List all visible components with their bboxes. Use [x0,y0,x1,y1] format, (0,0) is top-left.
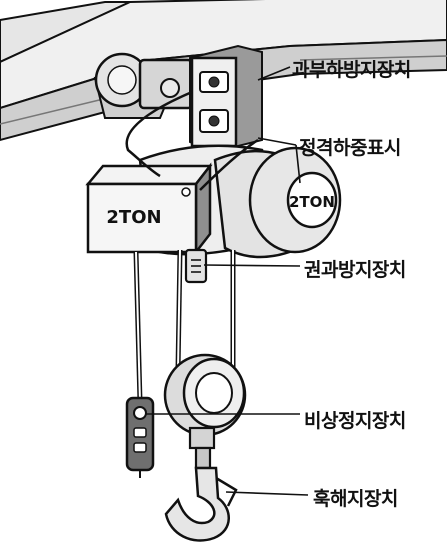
callout-rated-load-marking: 정격하중표시 [299,137,401,159]
rated-load-cable [199,138,259,191]
panel-capacity-label: 2TON [106,207,161,228]
control-box: 2TON [85,162,213,256]
trolley-motor [93,52,194,119]
callout-overwinding-prevention: 권과방지장치 [304,259,406,281]
callout-emergency-stop: 비상정지장치 [304,410,406,432]
pendant-cable [133,251,143,403]
hook-block-pulley [163,353,247,470]
callout-hook-latch: 훅해지장치 [313,488,398,510]
hoist-drum: 2TON [248,146,342,254]
overload-protection-box [189,44,263,154]
overload-cable [125,90,193,178]
callout-overload-protection: 과부하방지장치 [292,59,411,81]
overwinding-limit-switch [184,248,208,284]
drum-capacity-label: 2TON [289,193,335,211]
crane-hook [164,466,238,542]
wire-ropes [175,249,236,372]
callout-leader-lines [146,66,309,496]
pendant-switch [125,396,155,478]
